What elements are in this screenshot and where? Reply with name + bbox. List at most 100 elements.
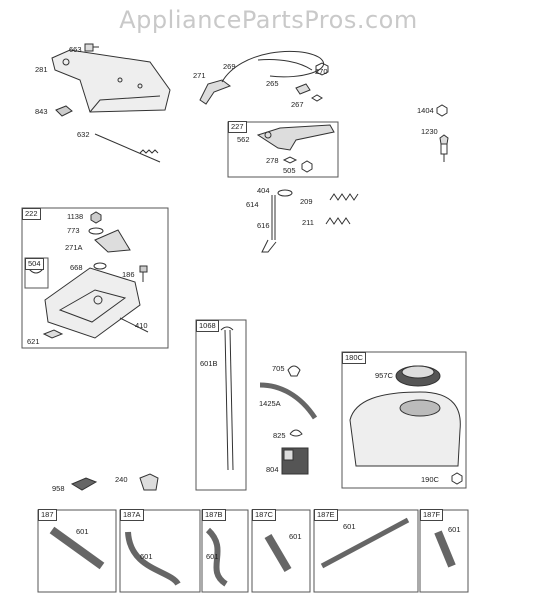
label-668: 668	[70, 263, 83, 272]
label-265: 265	[266, 79, 279, 88]
label-601-187: 601	[76, 527, 89, 536]
label-843: 843	[35, 107, 48, 116]
label-632: 632	[77, 130, 90, 139]
part-271-lever	[199, 79, 232, 105]
part-804-shutoff-valve	[281, 447, 309, 475]
label-211: 211	[302, 218, 314, 227]
label-187: 187	[38, 509, 57, 521]
site-watermark: AppliancePartsPros.com	[119, 6, 418, 34]
part-180C-fuel-tank	[349, 391, 461, 467]
part-270-nut	[315, 62, 329, 76]
part-186-screw	[139, 265, 148, 282]
box-187F-frame	[419, 509, 469, 593]
part-616-governor-shaft	[261, 195, 277, 253]
part-281-bracket	[51, 49, 171, 113]
label-621: 621	[27, 337, 40, 346]
label-187E: 187E	[314, 509, 338, 521]
label-1425A: 1425A	[259, 399, 281, 408]
part-211-spring	[325, 217, 351, 225]
label-601-187C: 601	[289, 532, 302, 541]
label-616: 616	[257, 221, 270, 230]
label-705: 705	[272, 364, 285, 373]
label-958: 958	[52, 484, 65, 493]
label-209: 209	[300, 197, 313, 206]
part-267-screw	[311, 94, 323, 102]
part-269-cable	[221, 50, 324, 83]
box-187C-frame	[251, 509, 311, 593]
label-773: 773	[67, 226, 80, 235]
box-222-frame	[21, 207, 169, 349]
part-621-bracket	[42, 329, 64, 339]
label-601-187E: 601	[343, 522, 356, 531]
label-562: 562	[237, 135, 250, 144]
box-187A-frame	[119, 509, 201, 593]
label-270: 270	[315, 67, 328, 76]
part-1138-nut	[90, 211, 102, 224]
label-1230: 1230	[421, 127, 438, 136]
part-668-washer	[93, 262, 107, 270]
part-404-washer	[277, 189, 293, 197]
label-227: 227	[228, 121, 247, 133]
part-705-clamp	[287, 365, 301, 377]
box-227-frame	[227, 121, 339, 178]
label-190C: 190C	[421, 475, 439, 484]
part-843-block	[55, 105, 73, 117]
part-209-spring	[329, 193, 359, 201]
box-187E-frame	[313, 509, 419, 593]
part-1230-spark-plug	[439, 134, 449, 162]
label-187C: 187C	[252, 509, 276, 521]
part-1425A-hose	[259, 382, 318, 420]
part-632-link	[94, 133, 161, 163]
box-187-frame	[37, 509, 117, 593]
part-240-fitting	[139, 473, 159, 491]
label-271: 271	[193, 71, 206, 80]
label-240: 240	[115, 475, 128, 484]
label-1404: 1404	[417, 106, 434, 115]
part-187A-hose	[125, 531, 181, 586]
label-187B: 187B	[202, 509, 226, 521]
label-180C: 180C	[342, 352, 366, 364]
part-271A-lever	[94, 229, 131, 253]
part-410-link	[119, 317, 149, 333]
part-227-governor-lever	[256, 124, 335, 173]
label-404: 404	[257, 186, 270, 195]
part-1404-nut	[436, 104, 448, 117]
label-957C: 957C	[375, 371, 393, 380]
label-187A: 187A	[120, 509, 144, 521]
part-187-hose	[49, 526, 105, 570]
label-601-187A: 601	[140, 552, 153, 561]
label-1068: 1068	[196, 320, 219, 332]
part-265-clip	[295, 83, 311, 95]
label-804: 804	[266, 465, 279, 474]
part-957C-fuel-cap	[395, 365, 441, 387]
label-278: 278	[266, 156, 279, 165]
label-601-187F: 601	[448, 525, 461, 534]
part-187C-hose	[264, 533, 292, 573]
part-222-bracket	[44, 267, 141, 339]
label-186: 186	[122, 270, 135, 279]
part-958-fitting	[70, 477, 98, 491]
label-825: 825	[273, 431, 286, 440]
label-505: 505	[283, 166, 296, 175]
box-180C-frame	[341, 351, 467, 489]
label-663: 663	[69, 45, 82, 54]
part-773-washer	[88, 227, 104, 235]
part-601B-dipstick-tube	[220, 326, 234, 471]
label-1138: 1138	[67, 212, 84, 221]
label-271A: 271A	[65, 243, 83, 252]
label-269: 269	[223, 62, 236, 71]
label-187F: 187F	[420, 509, 444, 521]
label-222: 222	[22, 208, 41, 220]
box-1068-frame	[195, 319, 247, 491]
label-601B: 601B	[200, 359, 218, 368]
label-410: 410	[135, 321, 148, 330]
part-187E-hose	[320, 517, 410, 569]
label-614: 614	[246, 200, 259, 209]
part-187B-hose	[205, 527, 228, 587]
part-190C-screw	[451, 472, 463, 485]
part-663-screw	[84, 43, 99, 52]
label-601-187B: 601	[206, 552, 219, 561]
part-187F-hose	[434, 530, 456, 568]
part-825-clamp	[289, 429, 303, 437]
